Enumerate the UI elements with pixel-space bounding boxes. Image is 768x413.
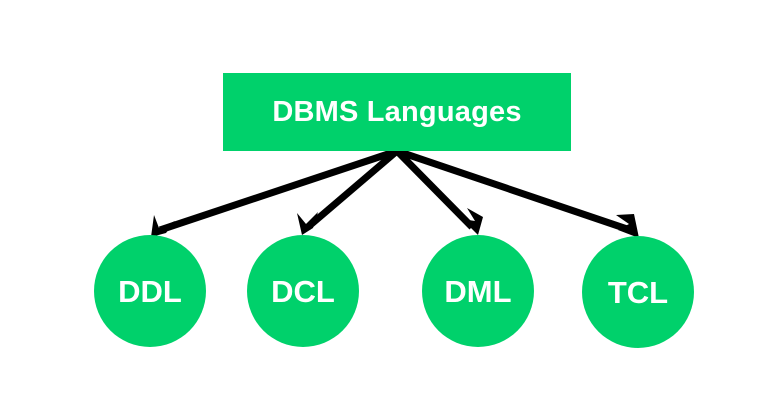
node-dcl[interactable]: DCL [247,235,359,347]
connector-root-to-dml [394,148,475,230]
arrowhead-dml [462,208,483,235]
node-dml-label: DML [444,273,512,309]
node-tcl-label: TCL [607,274,669,310]
node-dbms-languages-label: DBMS Languages [272,95,522,128]
node-ddl-label: DDL [118,273,182,309]
arrowhead-dcl [297,212,318,235]
connector-root-to-dcl [305,148,400,230]
node-dcl-label: DCL [271,273,335,309]
node-dbms-languages[interactable]: DBMS Languages [223,73,571,151]
connector-root-to-tcl [395,147,632,234]
arrowhead-tcl [616,214,639,238]
connector-root-to-ddl [158,147,399,234]
node-tcl[interactable]: TCL [582,236,694,348]
node-dml[interactable]: DML [422,235,534,347]
arrowhead-ddl [151,215,175,237]
node-ddl[interactable]: DDL [94,235,206,347]
